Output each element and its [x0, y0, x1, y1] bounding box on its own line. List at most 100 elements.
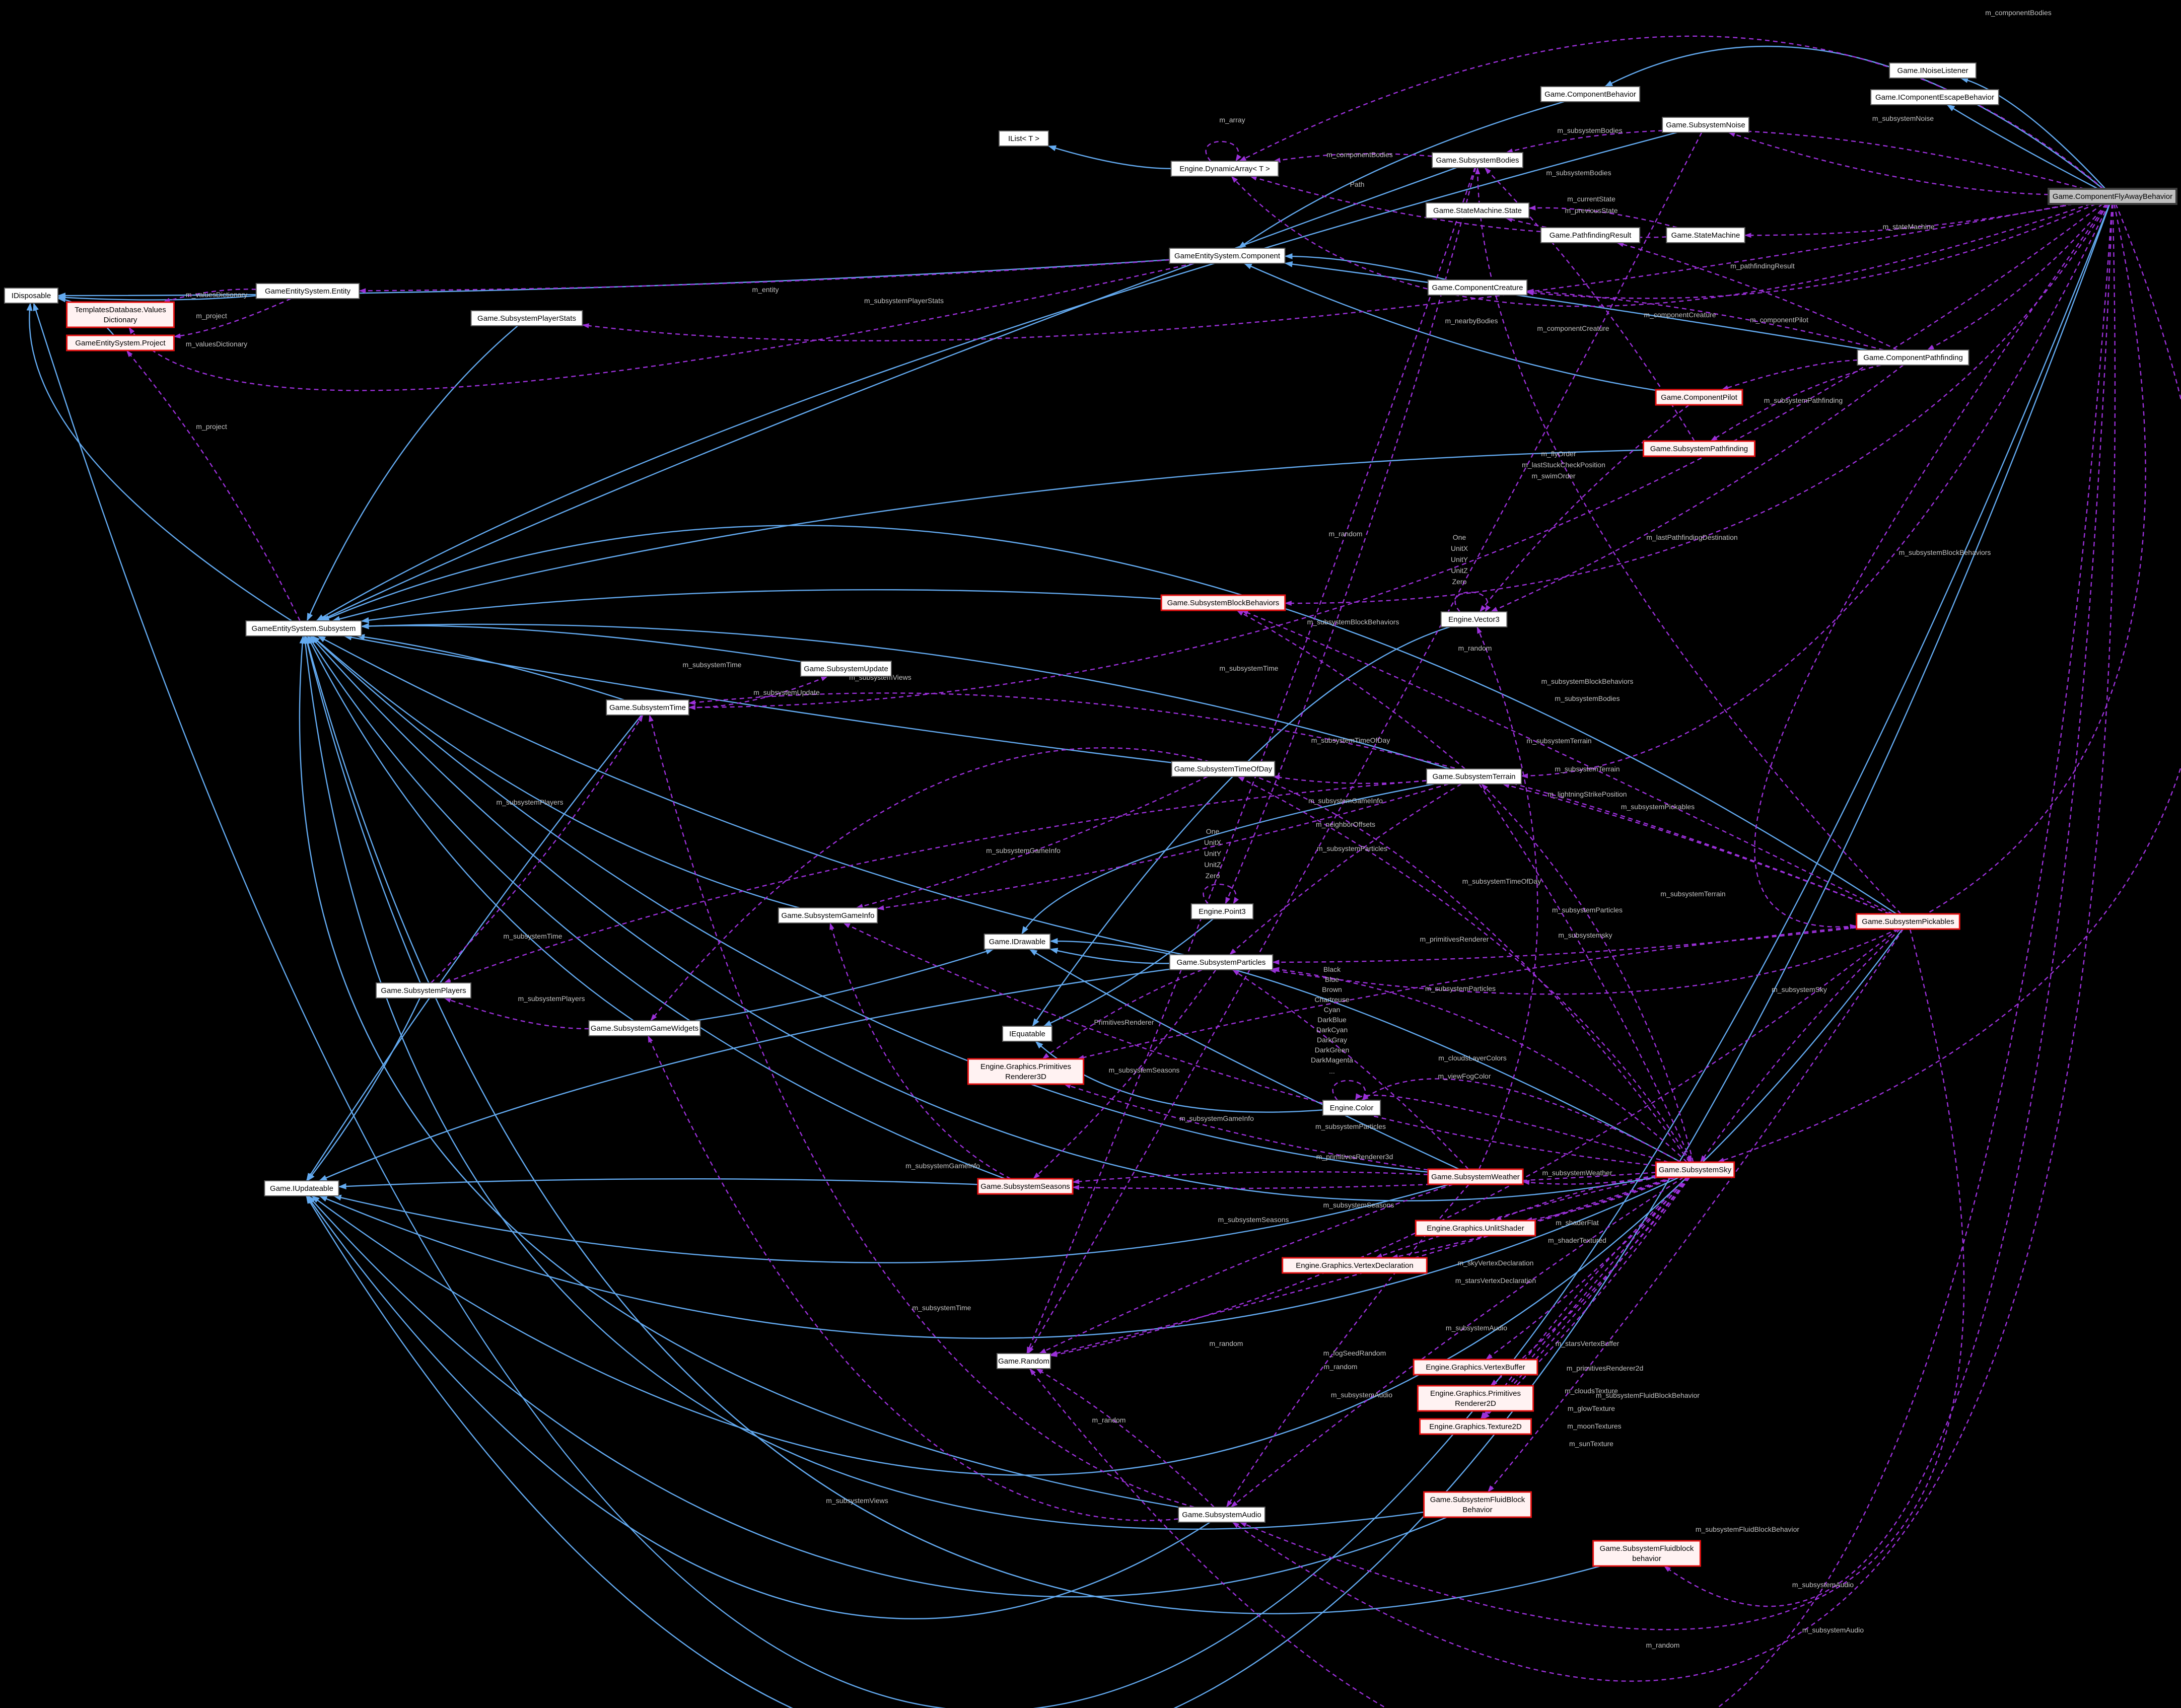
class-node-subsystemnoise[interactable]: Game.SubsystemNoise	[1662, 117, 1749, 133]
inheritance-edge	[1284, 253, 1448, 281]
usage-edge	[1072, 1171, 1428, 1184]
class-node-vertexbuffer[interactable]: Engine.Graphics.VertexBuffer	[1413, 1359, 1538, 1376]
edge-label: m_viewFogColor	[1438, 1072, 1491, 1080]
class-node-componentpathfinding[interactable]: Game.ComponentPathfinding	[1857, 349, 1969, 366]
edge-label: m_subsystemBodies	[1546, 169, 1611, 177]
class-node-vector3[interactable]: Engine.Vector3	[1440, 611, 1508, 627]
class-node-texture2d[interactable]: Engine.Graphics.Texture2D	[1419, 1418, 1532, 1435]
edge-label: m_subsystemSky	[1772, 985, 1827, 993]
usage-edge	[1506, 129, 2085, 190]
class-node-project[interactable]: GameEntitySystem.Project	[66, 334, 175, 351]
class-node-entity[interactable]: GameEntitySystem.Entity	[255, 283, 360, 299]
class-node-timeofday[interactable]: Game.SubsystemTimeOfDay	[1171, 761, 1276, 777]
member-label: One	[1206, 827, 1220, 835]
edge-label: m_componentCreature	[1644, 311, 1716, 319]
class-node-statemachine[interactable]: Game.StateMachine	[1666, 227, 1745, 243]
class-name-label: Engine.Point3	[1199, 907, 1245, 916]
edge-label: m_fogSeedRandom	[1323, 1349, 1386, 1357]
class-node-box	[1322, 1100, 1381, 1116]
usage-edge	[688, 692, 1890, 915]
usage-edge	[688, 675, 828, 708]
member-label: UnitZ	[1451, 566, 1468, 575]
usage-edge	[163, 289, 256, 303]
class-node-subsystemtime[interactable]: Game.SubsystemTime	[606, 699, 689, 716]
class-node-unlitshader[interactable]: Engine.Graphics.UnlitShader	[1415, 1220, 1536, 1237]
class-node-pickables[interactable]: Game.SubsystemPickables	[1856, 913, 1960, 930]
edge-label: m_subsystemFluidBlockBehavior	[1596, 1391, 1700, 1399]
class-node-escapebehavior[interactable]: Game.IComponentEscapeBehavior	[1870, 89, 1999, 105]
class-node-noiselistener[interactable]: Game.INoiseListener	[1889, 62, 1977, 79]
usage-edge	[1273, 153, 1433, 163]
class-name-label: Game.ComponentCreature	[1432, 283, 1523, 292]
class-node-subsystemupdate[interactable]: Game.SubsystemUpdate	[800, 661, 892, 677]
class-node-sky[interactable]: Game.SubsystemSky	[1655, 1161, 1735, 1178]
usage-edge	[1284, 203, 2108, 606]
class-node-blockbehaviors[interactable]: Game.SubsystemBlockBehaviors	[1160, 594, 1286, 611]
edge-label: m_skyVertexDeclaration	[1458, 1259, 1534, 1267]
class-node-box	[375, 982, 472, 999]
class-node-componentcreature[interactable]: Game.ComponentCreature	[1427, 279, 1528, 296]
class-name-label: Behavior	[1462, 1506, 1492, 1514]
class-node-flyaway[interactable]: Game.ComponentFlyAwayBehavior	[2048, 188, 2177, 205]
class-name-label: Game.SubsystemBlockBehaviors	[1167, 599, 1280, 607]
inheritance-edge	[694, 948, 994, 1022]
class-node-component[interactable]: GameEntitySystem.Component	[1169, 248, 1286, 264]
class-node-ilist[interactable]: IList< T >	[999, 130, 1049, 147]
class-node-subsystembodies[interactable]: Game.SubsystemBodies	[1432, 152, 1523, 168]
usage-edge	[173, 298, 292, 339]
class-node-gameinfo[interactable]: Game.SubsystemGameInfo	[778, 907, 878, 923]
class-node-iupdateable[interactable]: Game.IUpdateable	[264, 1180, 339, 1196]
inheritance-edge	[1029, 948, 1460, 1170]
class-node-audio[interactable]: Game.SubsystemAudio	[1178, 1507, 1265, 1523]
edge-label: m_stateMachine	[1883, 223, 1935, 231]
inheritance-edge	[306, 203, 2110, 1708]
class-node-subsystem[interactable]: GameEntitySystem.Subsystem	[245, 620, 362, 636]
edge-label: m_shaderTextured	[1548, 1236, 1606, 1244]
edge-label: m_subsystemTerrain	[1555, 765, 1620, 773]
class-node-color[interactable]: Engine.Color	[1322, 1100, 1381, 1116]
class-name-label: Game.SubsystemBodies	[1436, 156, 1519, 165]
usage-edge	[431, 715, 644, 983]
class-node-pathfindingresult[interactable]: Game.PathfindingResult	[1540, 227, 1641, 243]
class-node-iequatable[interactable]: IEquatable	[1002, 1026, 1052, 1042]
class-node-statemachinestate[interactable]: Game.StateMachine.State	[1425, 202, 1530, 219]
usage-edge	[1273, 774, 1427, 785]
edge-label: m_subsystemSeasons	[1218, 1216, 1289, 1224]
class-node-players[interactable]: Game.SubsystemPlayers	[375, 982, 472, 999]
class-name-label: Game.IComponentEscapeBehavior	[1875, 93, 1994, 102]
class-node-dynamicarray[interactable]: Engine.DynamicArray< T >	[1170, 161, 1279, 177]
class-node-seasons[interactable]: Game.SubsystemSeasons	[977, 1178, 1074, 1195]
class-node-box	[1190, 903, 1254, 919]
class-node-point3[interactable]: Engine.Point3	[1190, 903, 1254, 919]
edge-label: m_subsystemParticles	[1552, 906, 1623, 914]
class-node-box	[66, 301, 175, 328]
class-node-vertexdeclaration[interactable]: Engine.Graphics.VertexDeclaration	[1282, 1257, 1428, 1274]
usage-edge	[1481, 1177, 1689, 1419]
class-name-label: Renderer2D	[1455, 1399, 1496, 1408]
class-node-idisposable[interactable]: IDisposable	[4, 288, 59, 304]
inheritance-edge	[319, 167, 1457, 622]
class-node-weather[interactable]: Game.SubsystemWeather	[1427, 1168, 1524, 1185]
inheritance-edge	[310, 635, 1656, 1201]
usage-edge	[1487, 929, 1904, 1492]
class-node-gamewidgets[interactable]: Game.SubsystemGameWidgets	[588, 1020, 701, 1036]
class-node-componentbehavior[interactable]: Game.ComponentBehavior	[1540, 86, 1641, 102]
edge-label: m_pathfindingResult	[1730, 262, 1795, 270]
class-node-particles[interactable]: Game.SubsystemParticles	[1169, 954, 1274, 970]
class-node-random[interactable]: Game.Random	[996, 1353, 1051, 1369]
class-node-playerstats[interactable]: Game.SubsystemPlayerStats	[470, 310, 583, 326]
edge-label: m_componentCreature	[1537, 324, 1609, 332]
class-node-subsystempathfinding[interactable]: Game.SubsystemPathfinding	[1643, 440, 1755, 457]
class-node-componentpilot[interactable]: Game.ComponentPilot	[1655, 389, 1743, 406]
class-name-label: behavior	[1632, 1554, 1661, 1563]
class-node-idrawable[interactable]: Game.IDrawable	[983, 934, 1051, 950]
edge-label: m_subsystemBlockBehaviors	[1307, 618, 1399, 626]
inheritance-edge	[306, 1195, 1211, 1619]
class-node-terrain[interactable]: Game.SubsystemTerrain	[1426, 768, 1522, 785]
edge-label: m_subsystemBlockBehaviors	[1541, 677, 1634, 685]
